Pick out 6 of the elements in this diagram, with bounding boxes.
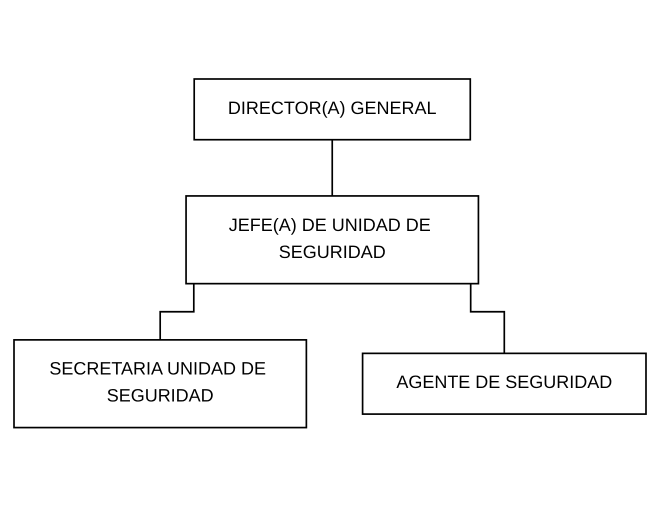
node-box <box>362 352 647 415</box>
node-box <box>193 78 472 140</box>
connector <box>331 138 334 196</box>
org-chart: DIRECTOR(A) GENERAL JEFE(A) DE UNIDAD DE SEGURIDAD SECRETARIA UNIDAD DE SEGURIDAD AGENTE DE SEGURIDAD <box>5 70 655 436</box>
node-box <box>185 194 480 284</box>
node-box <box>13 338 308 428</box>
